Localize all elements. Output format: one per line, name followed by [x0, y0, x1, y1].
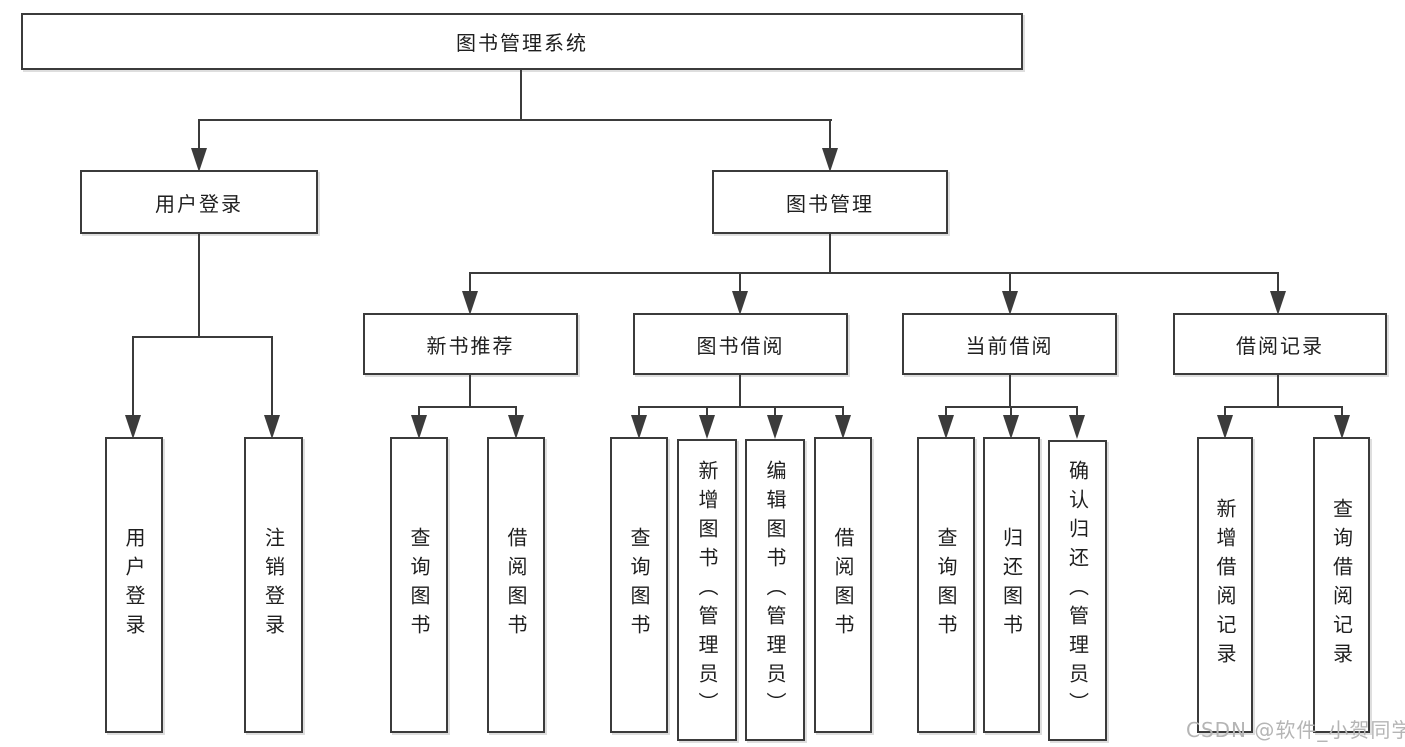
node-user-login-branch: 用户登录	[80, 170, 318, 234]
node-label: 归还图书	[999, 527, 1024, 643]
connector-arrow	[699, 415, 715, 439]
node-label: 编辑图书（管理员）	[763, 459, 787, 721]
node-leaf-user-login: 用户登录	[105, 437, 163, 733]
node-label: 查询图书	[627, 527, 651, 643]
connector-line	[945, 406, 947, 417]
connector-arrow	[1334, 415, 1350, 439]
connector-line	[842, 406, 844, 417]
connector-arrow	[1217, 415, 1233, 439]
node-root-library-system: 图书管理系统	[21, 13, 1023, 70]
connector-arrow	[767, 415, 783, 439]
connector-line	[1224, 406, 1343, 408]
connector-line	[829, 234, 831, 274]
connector-line	[739, 375, 741, 407]
connector-arrow	[191, 148, 207, 172]
connector-line	[706, 406, 708, 417]
node-leaf-borrow-books-recommend: 借阅图书	[487, 437, 545, 733]
connector-line	[198, 119, 832, 121]
node-label: 图书借阅	[696, 333, 785, 358]
connector-line	[638, 406, 844, 408]
node-label: 查询图书	[934, 527, 958, 643]
node-leaf-borrow-books: 借阅图书	[814, 437, 872, 733]
node-label: 借阅图书	[504, 527, 528, 643]
node-label: 新增借阅记录	[1213, 498, 1237, 672]
node-label: 用户登录	[122, 527, 146, 643]
node-label: 新增图书（管理员）	[695, 459, 719, 721]
connector-arrow	[125, 415, 141, 439]
node-label: 查询借阅记录	[1329, 498, 1354, 672]
node-leaf-query-borrow-record: 查询借阅记录	[1313, 437, 1370, 733]
connector-line	[1076, 406, 1078, 417]
node-leaf-confirm-return-admin: 确认归还（管理员）	[1048, 440, 1107, 741]
node-label: 用户登录	[155, 191, 243, 216]
connector-line	[198, 119, 200, 150]
connector-line	[1010, 406, 1012, 417]
connector-line	[829, 119, 831, 150]
node-label: 借阅记录	[1236, 333, 1324, 358]
connector-line	[418, 406, 420, 417]
connector-line	[1224, 406, 1226, 417]
connector-line	[198, 234, 200, 337]
connector-line	[638, 406, 640, 417]
connector-line	[132, 336, 134, 417]
node-leaf-add-borrow-record: 新增借阅记录	[1197, 437, 1253, 733]
connector-line	[1277, 375, 1279, 407]
connector-arrow	[732, 291, 748, 315]
connector-line	[469, 272, 1279, 274]
connector-line	[774, 406, 776, 417]
connector-arrow	[822, 148, 838, 172]
node-label: 图书管理	[786, 191, 874, 216]
connector-arrow	[1002, 291, 1018, 315]
connector-arrow	[411, 415, 427, 439]
node-label: 借阅图书	[831, 527, 855, 643]
connector-arrow	[264, 415, 280, 439]
connector-line	[132, 336, 273, 338]
node-leaf-add-book-admin: 新增图书（管理员）	[677, 439, 737, 741]
node-leaf-return-books: 归还图书	[983, 437, 1040, 733]
connector-arrow	[835, 415, 851, 439]
connector-arrow	[1270, 291, 1286, 315]
connector-arrow	[938, 415, 954, 439]
node-book-borrowing: 图书借阅	[633, 313, 848, 375]
connector-arrow	[508, 415, 524, 439]
connector-line	[1009, 375, 1011, 407]
connector-line	[520, 70, 522, 120]
node-label: 确认归还（管理员）	[1065, 460, 1090, 721]
connector-line	[739, 272, 741, 293]
connector-line	[515, 406, 517, 417]
node-label: 新书推荐	[426, 333, 515, 358]
connector-line	[418, 406, 517, 408]
connector-line	[1341, 406, 1343, 417]
node-borrowing-records: 借阅记录	[1173, 313, 1387, 375]
node-current-borrowing: 当前借阅	[902, 313, 1117, 375]
node-label: 当前借阅	[965, 333, 1054, 358]
node-new-book-recommend: 新书推荐	[363, 313, 578, 375]
node-book-management-branch: 图书管理	[712, 170, 948, 234]
node-leaf-edit-book-admin: 编辑图书（管理员）	[745, 439, 805, 741]
node-label: 查询图书	[407, 527, 431, 643]
connector-line	[1277, 272, 1279, 293]
node-leaf-query-books-current: 查询图书	[917, 437, 975, 733]
csdn-watermark: CSDN @软件_小贺同学	[1186, 718, 1405, 742]
node-label: 图书管理系统	[456, 31, 588, 55]
connector-line	[1009, 272, 1011, 293]
connector-line	[469, 375, 471, 407]
connector-arrow	[462, 291, 478, 315]
connector-arrow	[1003, 415, 1019, 439]
node-leaf-logout: 注销登录	[244, 437, 303, 733]
node-leaf-query-books-recommend: 查询图书	[390, 437, 448, 733]
node-leaf-query-books-borrow: 查询图书	[610, 437, 668, 733]
connector-arrow	[1069, 415, 1085, 439]
connector-arrow	[631, 415, 647, 439]
connector-line	[271, 336, 273, 417]
node-label: 注销登录	[261, 527, 286, 643]
connector-line	[469, 272, 471, 293]
